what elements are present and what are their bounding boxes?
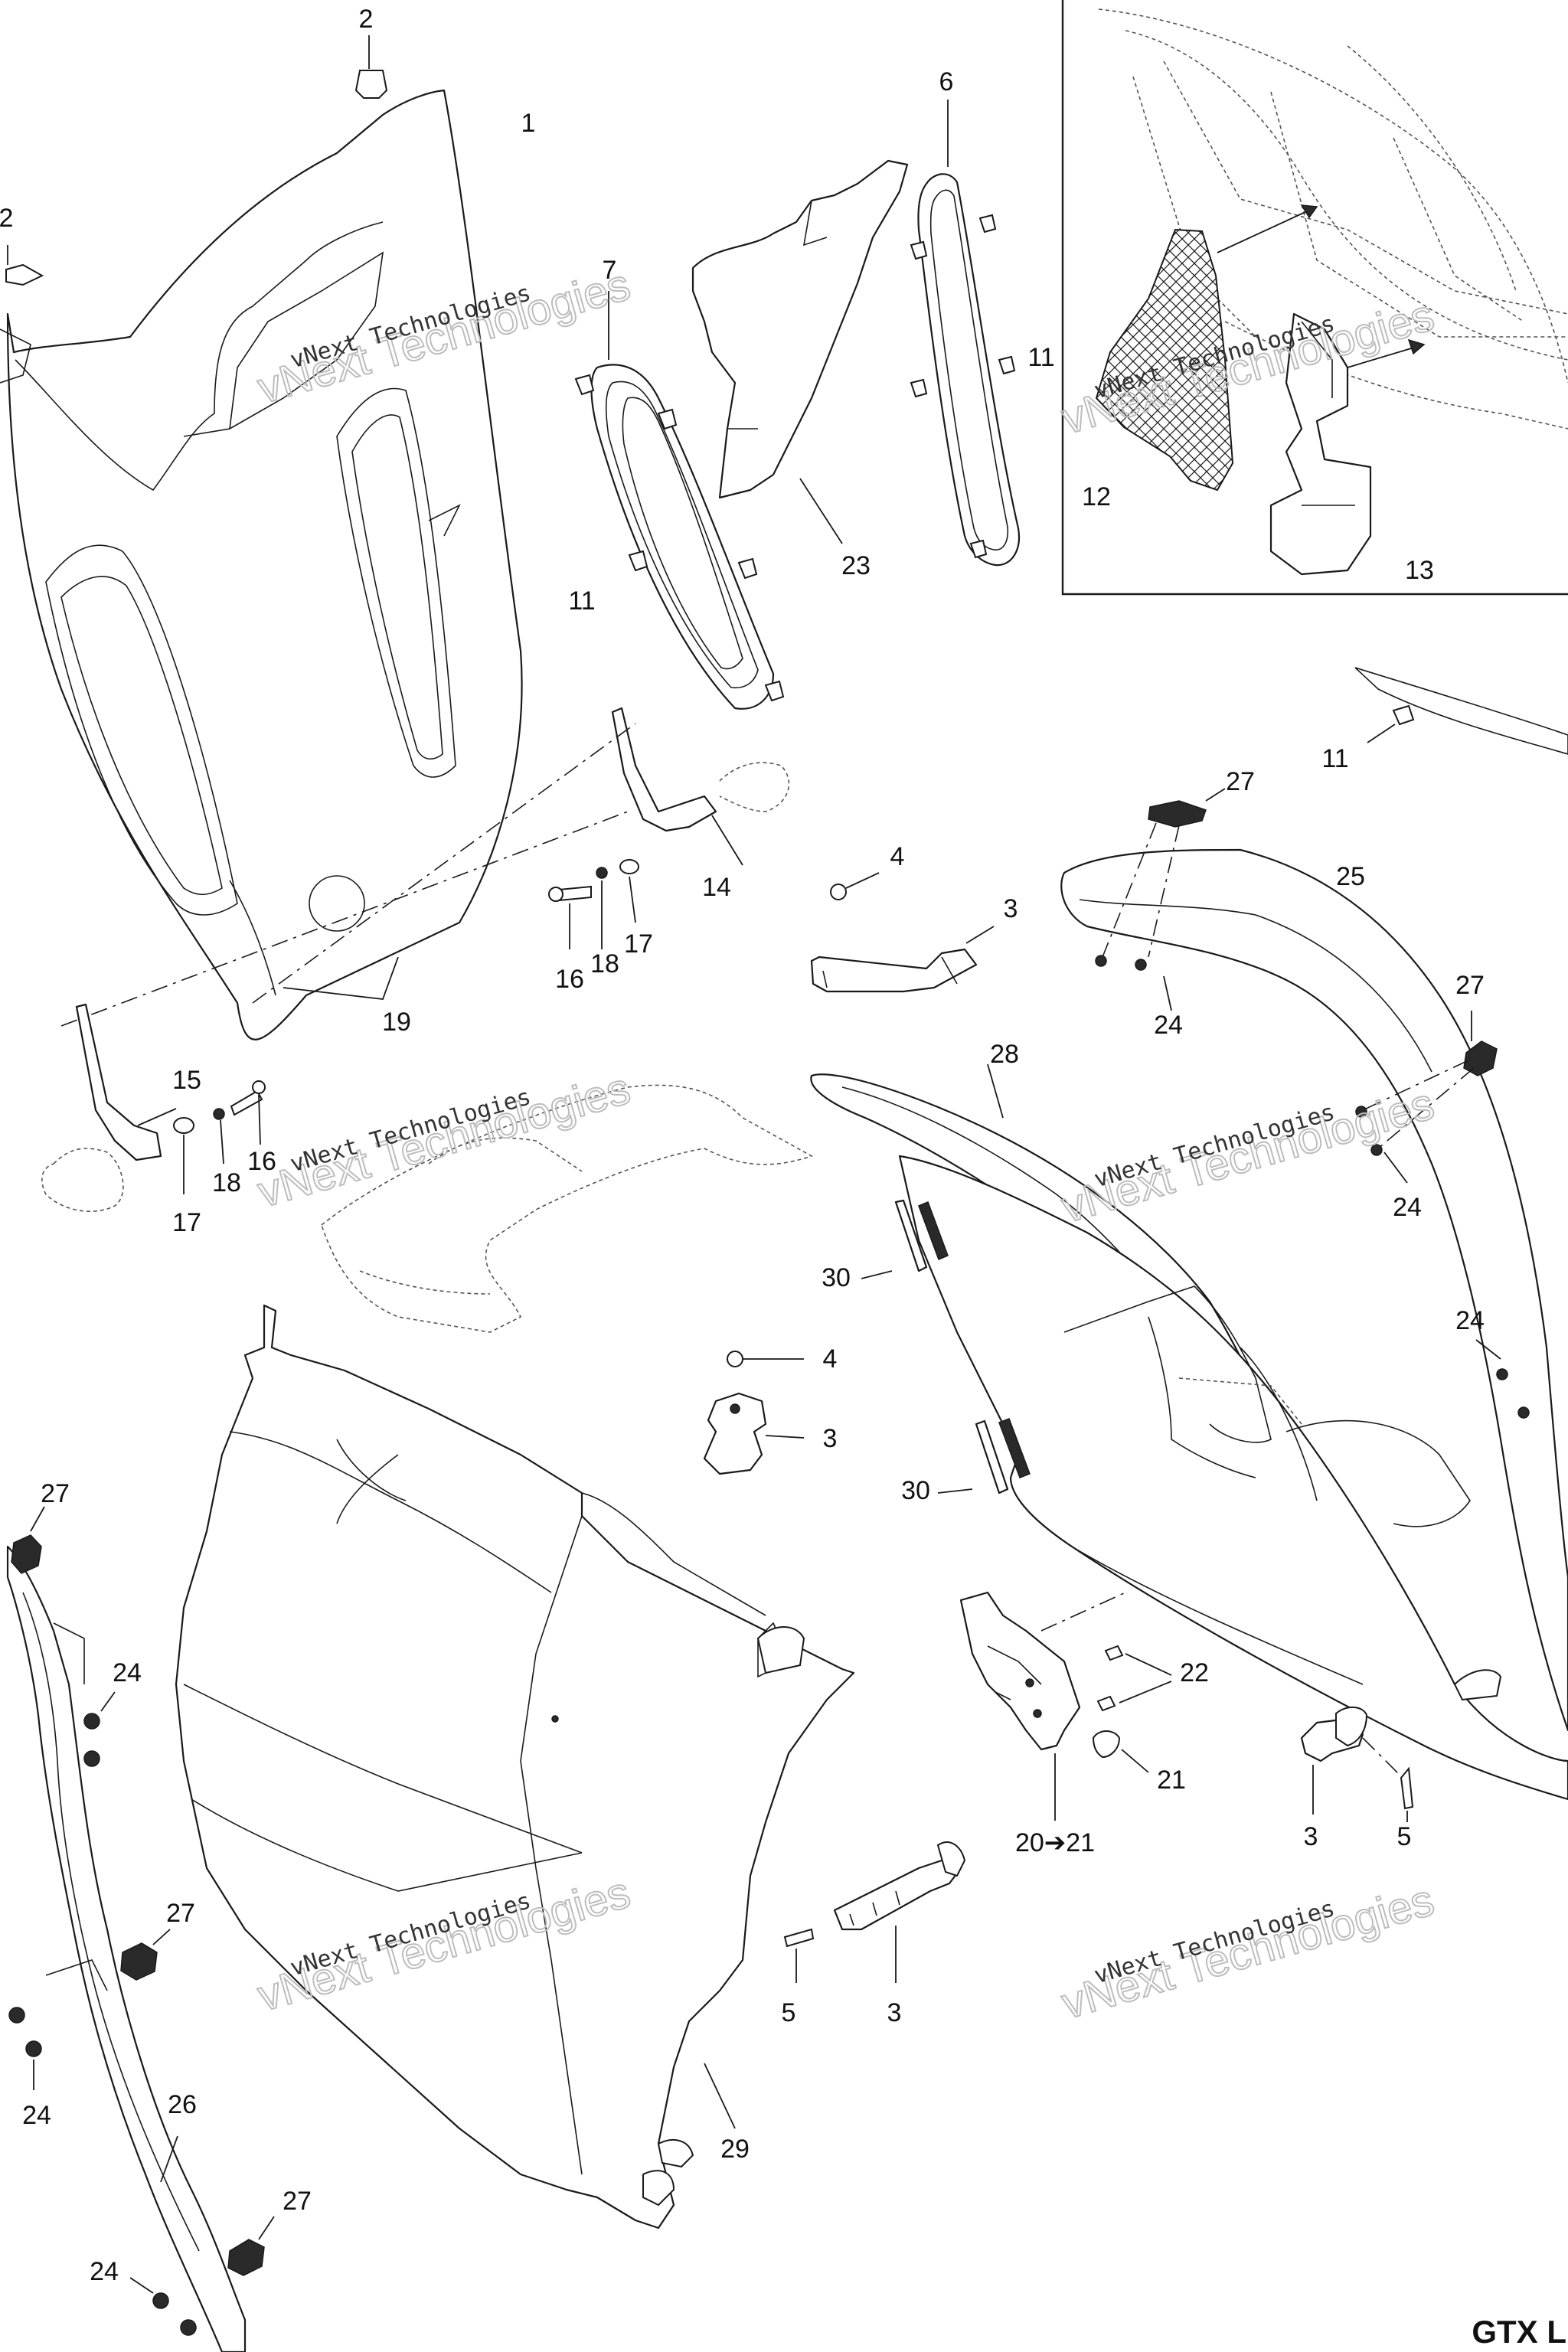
callout-label: 30 (901, 1476, 930, 1505)
part-27-cap-top (1102, 788, 1226, 958)
part-6-vent-frame (910, 100, 1021, 567)
callout-label: 1 (521, 109, 536, 138)
watermark-group-3: vNext Technologies vNext Technologies (252, 1063, 636, 1218)
part-7-vent-frame (574, 291, 785, 710)
part-1-upper-side-panel (0, 89, 523, 1040)
hardware-17-18-16-lower (173, 1080, 266, 1194)
callout-label: 25 (1336, 862, 1365, 891)
part-23-foam-insert (691, 159, 909, 544)
callout-label: 28 (990, 1040, 1019, 1069)
part-3-knob-right (1300, 1707, 1414, 1822)
ghost-console (321, 1084, 813, 1333)
callout-label: 6 (939, 67, 954, 96)
callout-label: 29 (720, 2135, 750, 2164)
part-27-cap-right (1362, 1011, 1498, 1149)
callout-label: 12 (1082, 482, 1111, 511)
part-12-panel (1095, 228, 1234, 492)
part-27-caps-left (11, 1506, 275, 2276)
part-20-bracket (959, 1591, 1126, 1821)
callout-label: 22 (1180, 1658, 1209, 1687)
watermark-big: vNext Technologies (1057, 1079, 1439, 1233)
callout-label: 4 (890, 842, 905, 871)
callout-label: 18 (590, 949, 619, 978)
watermark-big: vNext Technologies (1057, 1875, 1439, 2029)
callout-label: 2 (0, 204, 13, 233)
callout-label: 27 (166, 1899, 195, 1928)
callout-label: 24 (1393, 1193, 1422, 1222)
callout-label: 14 (702, 873, 731, 902)
callout-label: 4 (823, 1344, 838, 1374)
callout-label: 11 (1027, 343, 1054, 372)
callout-label: 17 (624, 929, 653, 959)
model-label: GTX L (1472, 2314, 1566, 2350)
hardware-16-18-17-upper (548, 859, 639, 949)
part-29-lower-panel (175, 1304, 855, 2230)
callout-label: 11 (568, 586, 595, 616)
callout-label: 27 (1455, 971, 1485, 1000)
callout-label: 26 (168, 2090, 197, 2119)
callout-label: 21 (1157, 1766, 1186, 1795)
watermark-group-6: vNext Technologies vNext Technologies (1056, 1874, 1440, 2030)
part-2-clip-left (5, 245, 44, 286)
callout-label: 19 (382, 1008, 411, 1037)
part-3-handle-lower (783, 1841, 966, 1983)
part-13-foam-block (1269, 312, 1372, 576)
callout-label: 15 (172, 1066, 201, 1095)
callout-label: 13 (1405, 556, 1434, 585)
callout-label: 3 (1004, 894, 1018, 923)
callouts: 2 1 2 6 7 11 23 11 12 13 11 27 4 3 14 16… (0, 5, 1485, 2286)
hardware-24-right (1355, 1106, 1530, 1419)
inset-detail-box (1061, 0, 1568, 596)
hardware-24-left (8, 1691, 197, 2336)
callout-label: 23 (841, 551, 871, 580)
callout-label: 7 (603, 256, 617, 285)
callout-label: 24 (113, 1658, 142, 1687)
callout-label: 3 (1304, 1822, 1318, 1851)
callout-label: 24 (90, 2257, 119, 2286)
part-3-handle-upper (810, 872, 995, 993)
callout-label: 16 (247, 1147, 276, 1176)
hardware-24-top (1095, 955, 1172, 1011)
callout-label: 20➔21 (1015, 1828, 1095, 1857)
part-2-clip-top (354, 35, 388, 99)
watermark-big: vNext Technologies (253, 1063, 635, 1217)
hardware-22-21 (1092, 1645, 1172, 1773)
callout-label: 24 (1455, 1306, 1485, 1335)
part-side-panel-right (861, 1155, 1568, 1801)
callout-label: 16 (555, 965, 584, 994)
callout-label: 17 (172, 1208, 201, 1237)
callout-label: 27 (283, 2187, 312, 2216)
callout-label: 24 (1154, 1011, 1183, 1040)
callout-label: 27 (1226, 767, 1255, 796)
callout-label: 3 (887, 1998, 902, 2027)
callout-label: 30 (822, 1263, 851, 1292)
callout-label: 5 (782, 1998, 796, 2027)
callout-label: 18 (212, 1168, 241, 1197)
callout-label: 27 (41, 1479, 70, 1508)
callout-label: 5 (1397, 1822, 1412, 1851)
part-14-bracket (60, 707, 790, 1027)
part-11-clip-right (1354, 667, 1568, 755)
part-3-knob-center (703, 1351, 805, 1475)
part-19-leader (283, 956, 399, 1000)
part-15-bracket (41, 1003, 177, 1212)
callout-label: 24 (22, 2101, 51, 2130)
callout-label: 11 (1321, 744, 1348, 773)
part-25-rail (1060, 848, 1568, 1732)
callout-label: 3 (823, 1424, 838, 1453)
callout-label: 2 (359, 5, 374, 34)
